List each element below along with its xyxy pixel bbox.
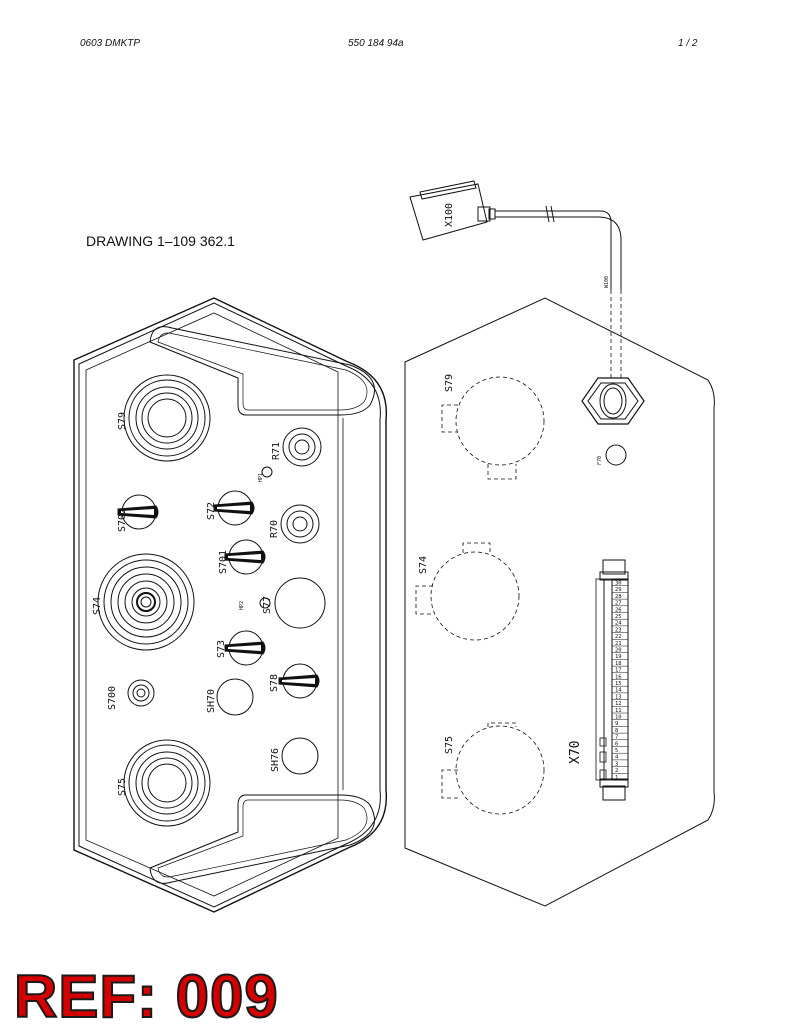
rear-label-s79: S79 <box>444 374 455 392</box>
label-s700: S700 <box>107 686 118 710</box>
pin-label: 14 <box>615 688 622 694</box>
s72-switch[interactable] <box>213 490 255 526</box>
header-doc-code: 0603 DMKTP <box>80 38 141 49</box>
pin-label: 17 <box>615 668 622 674</box>
label-s73: S73 <box>216 640 227 658</box>
pin-label: 28 <box>615 594 622 600</box>
pin-label: 3 <box>615 761 618 767</box>
label-w100: W100 <box>604 276 610 288</box>
header-page-number: 1 / 2 <box>678 38 698 49</box>
label-s74: S74 <box>92 597 103 615</box>
sh70-button[interactable] <box>216 678 254 716</box>
s702-switch[interactable] <box>117 494 159 530</box>
rear-label-s74: S74 <box>418 556 429 574</box>
pin-label: 4 <box>615 755 619 761</box>
pin-label: 1 <box>615 775 618 781</box>
ref-stamp: REF: 009 <box>13 962 279 1031</box>
rear-label-s75: S75 <box>444 736 455 754</box>
pin-label: 16 <box>615 674 622 680</box>
hp2-led <box>259 597 271 609</box>
rear-panel-labels: S79 S74 S75 F70 X70 X100 W100 <box>418 203 610 764</box>
label-s702: S702 <box>117 508 128 532</box>
sh76-button[interactable] <box>281 737 319 775</box>
front-panel-labels: S79 S702 S74 S700 S75 R71 HP1 S72 R70 S7… <box>92 412 282 796</box>
label-s701: S701 <box>218 550 229 574</box>
pin-label: 30 <box>615 581 622 587</box>
s73-switch[interactable] <box>224 630 266 666</box>
label-sh76: SH76 <box>270 748 281 772</box>
front-panel <box>73 297 388 913</box>
label-s77: S77 <box>262 596 273 614</box>
s701-switch[interactable] <box>224 539 266 575</box>
pin-label: 23 <box>615 627 622 633</box>
pin-label: 24 <box>615 621 622 627</box>
pin-label: 13 <box>615 694 622 700</box>
pin-label: 25 <box>615 614 622 620</box>
rear-label-x70: X70 <box>568 741 583 764</box>
header-part-number: 550 184 94a <box>348 38 404 49</box>
pin-label: 2 <box>615 768 618 774</box>
s77-button[interactable] <box>274 577 326 629</box>
r71-lamp <box>282 427 322 467</box>
s78-switch[interactable] <box>278 663 320 699</box>
pin-label: 29 <box>615 587 622 593</box>
label-s75: S75 <box>117 778 128 796</box>
s75-knob[interactable] <box>123 739 211 827</box>
pin-label: 9 <box>615 721 618 727</box>
pin-label: 15 <box>615 681 622 687</box>
s700-button[interactable] <box>127 679 155 707</box>
label-r71: R71 <box>271 442 282 460</box>
pin-label: 5 <box>615 748 618 754</box>
pin-label: 18 <box>615 661 622 667</box>
s74-joystick[interactable] <box>97 553 195 651</box>
rear-panel <box>404 180 715 907</box>
pin-label: 20 <box>615 648 622 654</box>
x70-pin-dividers <box>612 585 628 774</box>
x100-connector <box>409 180 496 241</box>
pin-label: 11 <box>615 708 622 714</box>
label-r70: R70 <box>269 520 280 538</box>
hp1-led <box>261 466 273 478</box>
pin-label: 8 <box>615 728 618 734</box>
pin-label: 19 <box>615 654 622 660</box>
pin-label: 21 <box>615 641 622 647</box>
label-s78: S78 <box>269 674 280 692</box>
w100-cable <box>495 205 622 290</box>
label-hp1: HP1 <box>258 473 264 482</box>
pin-label: 12 <box>615 701 622 707</box>
x70-pin-labels: 3029282726252423222120191817161514131211… <box>615 581 622 781</box>
pin-label: 7 <box>615 735 618 741</box>
drawing-title: DRAWING 1–109 362.1 <box>86 233 235 249</box>
s79-knob[interactable] <box>123 374 211 462</box>
pin-label: 22 <box>615 634 622 640</box>
f70-fuse <box>605 444 627 466</box>
label-s72: S72 <box>206 502 217 520</box>
pin-label: 10 <box>615 715 622 721</box>
label-sh70: SH70 <box>206 689 217 713</box>
x70-terminal-strip <box>595 559 629 801</box>
pin-label: 26 <box>615 607 622 613</box>
label-s79: S79 <box>117 412 128 430</box>
label-x100: X100 <box>444 203 455 227</box>
x100-cable-gland <box>581 377 645 425</box>
label-hp2: HP2 <box>239 601 245 610</box>
pin-label: 27 <box>615 601 622 607</box>
rear-label-f70: F70 <box>597 456 603 465</box>
pin-label: 6 <box>615 741 618 747</box>
r70-lamp <box>280 504 320 544</box>
